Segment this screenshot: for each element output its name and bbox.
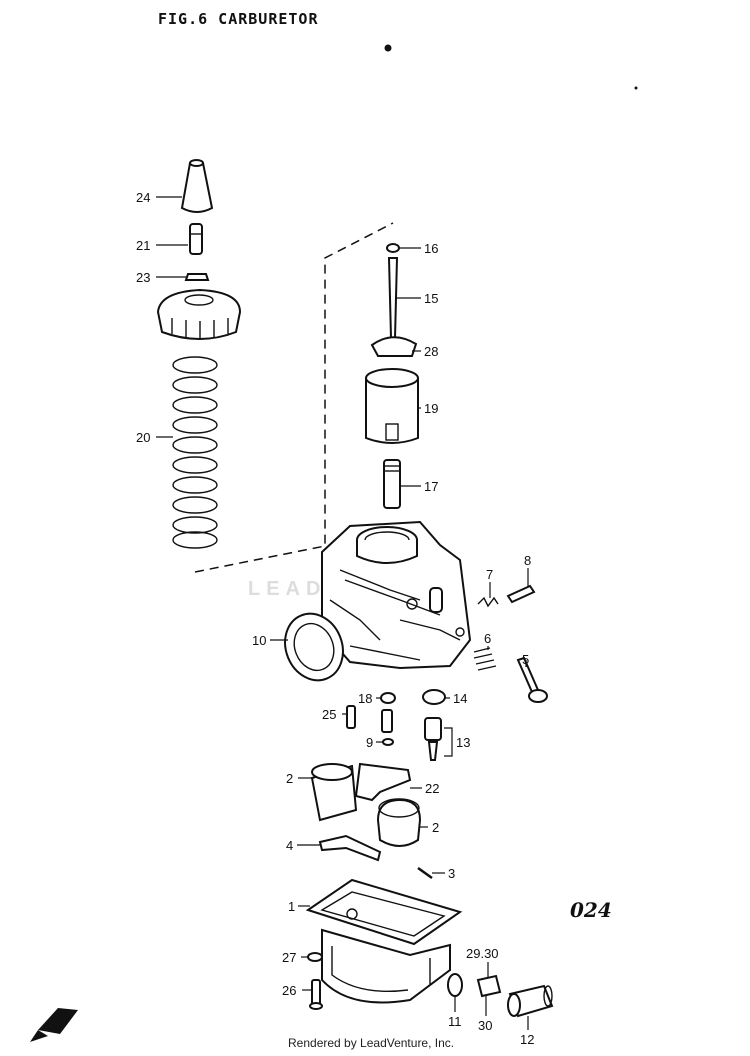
mixing-chamber-cap [156,288,242,340]
callout-10: 10 [252,633,266,648]
callout-1: 1 [288,899,295,914]
callout-18: 18 [358,691,372,706]
part-1-float-chamber-gasket [305,878,463,946]
callout-29-30: 29.30 [466,946,499,961]
part-27-washer [307,952,323,962]
part-2-float-left [310,763,358,822]
part-15-jet-needle [387,257,399,339]
part-16-clip [386,243,400,253]
part-29-30-clamp [476,974,502,998]
part-6-spring [473,647,497,671]
callout-4: 4 [286,838,293,853]
callout-16: 16 [424,241,438,256]
callout-21: 21 [136,238,150,253]
part-28-plate [370,336,418,357]
part-24-rubber-cap [180,159,214,213]
part-12-drain-fitting [507,984,554,1018]
callout-6: 6 [484,631,491,646]
leader-lines [156,196,529,1030]
part-26-drain-screw [309,979,323,1010]
part-21-cable-adjuster [189,223,203,255]
part-3-float-pin [417,866,433,880]
callout-30: 30 [478,1018,492,1033]
callout-7: 7 [486,567,493,582]
jet-holder [381,709,393,733]
part-19-throttle-valve [365,368,419,444]
part-23-nut [184,273,210,281]
callout-22: 22 [425,781,439,796]
footer-credit: Rendered by LeadVenture, Inc. [288,1036,455,1050]
part-17-needle-jet [383,459,401,509]
page-code: 024 [570,898,612,922]
callout-3: 3 [448,866,455,881]
callout-14: 14 [453,691,467,706]
callout-11: 11 [448,1014,462,1029]
callout-19: 19 [424,401,438,416]
part-11-washer [447,973,463,997]
callout-26: 26 [282,983,296,998]
assembly-guide-line [194,222,394,573]
callout-2-right-float: 2 [432,820,439,835]
callout-5: 5 [522,652,529,667]
part-9-washer [382,738,394,746]
callout-8: 8 [524,553,531,568]
callout-9: 9 [366,735,373,750]
part-10-intake-gasket [284,612,344,682]
part-20-spring [172,356,218,549]
part-7-spring [477,596,499,608]
dot-mark [634,86,638,90]
callout-23: 23 [136,270,150,285]
part-4-float-plate [318,834,382,862]
callout-28: 28 [424,344,438,359]
callout-13: 13 [456,735,470,750]
dot-mark [384,44,392,52]
float-chamber-bowl [321,928,451,1004]
callout-27: 27 [282,950,296,965]
part-25-pilot-jet [346,705,356,729]
callout-2-left-float: 2 [286,771,293,786]
part-14-o-ring [422,689,446,705]
part-5-throttle-stop-screw [516,656,548,703]
figure-title: FIG.6 CARBURETOR [158,10,319,28]
callout-12: 12 [520,1032,534,1047]
part-13-float-valve [424,717,442,761]
part-2-float-right [376,798,422,847]
part-18-washer [380,692,396,704]
carburetor-body [321,520,472,670]
callout-15: 15 [424,291,438,306]
callout-20: 20 [136,430,150,445]
part-22-float-arm [354,762,412,802]
callout-17: 17 [424,479,438,494]
front-direction-arrow [30,1008,78,1042]
callout-25: 25 [322,707,336,722]
callout-24: 24 [136,190,150,205]
part-8-pilot-air-screw [506,584,536,604]
